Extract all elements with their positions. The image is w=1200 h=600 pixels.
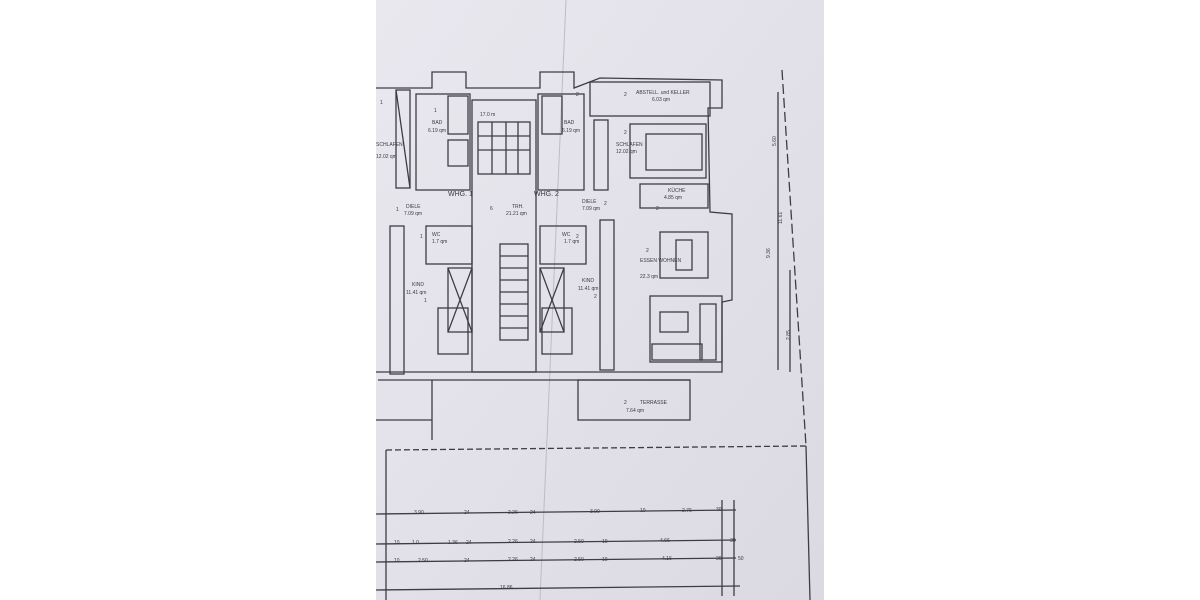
room-name: SCHLAFEN (616, 142, 643, 148)
dimension-row-2: 10 1.0 1.36 24 2.26 24 2.50 10 4.66 30 (394, 538, 736, 546)
room-name: ESSEN WOHNEN (640, 258, 682, 264)
room-area: 11.41 qm (406, 290, 426, 296)
dim-value: 10 (394, 558, 400, 564)
dim-value: 24 (466, 540, 472, 546)
room-area: 12.02 qm (616, 149, 637, 155)
dim-value: 10 (602, 539, 608, 545)
vertical-dim: 11.61 (778, 212, 784, 224)
room-name: BAD (432, 120, 443, 126)
dim-value: 24 (530, 539, 536, 545)
room-area: 6.03 qm (652, 97, 670, 103)
dim-value: 3.90 (590, 509, 600, 515)
room-area: 12.02 qm (376, 154, 397, 160)
room-name: KIND (412, 282, 424, 288)
room-name: TERRASSE (640, 400, 668, 406)
floor-plan-drawing (375, 69, 811, 600)
room-name: WC (562, 232, 571, 238)
room-name: KIND (582, 278, 594, 284)
vertical-dim: 5.60 (772, 136, 778, 146)
dimension-row-3: 10 2.50 24 2.26 24 2.50 10 4.16 30 50 (394, 556, 744, 564)
room-area: 6.19 qm (428, 128, 446, 134)
dim-value: 30 (716, 507, 722, 513)
room-area: 4.85 qm (664, 195, 682, 201)
dim-value: 24 (464, 510, 470, 516)
dim-value: 2.26 (508, 557, 518, 563)
vertical-dim: 2.85 (786, 330, 792, 340)
room-name: DIELE (582, 199, 597, 205)
dim-value: 1.36 (448, 540, 458, 546)
unit-label: WHG. 2 (534, 191, 559, 198)
dim-value: 3.90 (414, 510, 424, 516)
dim-value: 24 (530, 510, 536, 516)
dim-value: 2.50 (574, 557, 584, 563)
dimension-row-1: 3.90 24 2.26 24 3.90 10 2.76 30 (414, 507, 722, 516)
room-unit: 1 (420, 234, 423, 240)
dim-value: 50 (738, 556, 744, 562)
dim-value: 2.26 (508, 539, 518, 545)
room-area: 7.09 qm (582, 206, 600, 212)
room-unit: 1 (424, 298, 427, 304)
dim-value: 1.0 (412, 540, 419, 546)
dim-value: 10 (640, 508, 646, 514)
dim-value: 10 (394, 540, 400, 546)
room-area: 11.41 qm (578, 286, 598, 292)
dim-value: 2.50 (418, 558, 428, 564)
dim-value: 30 (730, 538, 736, 544)
room-unit: 1 (434, 108, 437, 114)
vertical-dim: 9.36 (766, 248, 772, 258)
room-unit: 2 (624, 92, 627, 98)
room-labels: ABSTELL. und KELLER 6.03 qm 2 SCHLAFEN 1… (376, 90, 690, 414)
room-area: 1.7 qm (432, 239, 447, 245)
room-unit: 2 (646, 248, 649, 254)
total-dimension: 16.86 (500, 585, 513, 591)
dim-value: 4.66 (660, 538, 670, 544)
room-name: WC (432, 232, 441, 238)
dim-value: 24 (530, 557, 536, 563)
room-name: BAD (564, 120, 575, 126)
room-unit: 6 (490, 206, 493, 212)
room-unit: 2 (624, 400, 627, 406)
room-name: SCHLAFEN (376, 142, 403, 148)
room-unit: 2 (576, 92, 579, 98)
room-name: TRH. (512, 204, 524, 210)
room-area: 7.64 qm (626, 408, 644, 414)
dim-value: 30 (716, 556, 722, 562)
room-area: 7.09 qm (404, 211, 422, 217)
unit-labels: WHG. 1 WHG. 2 (448, 191, 559, 198)
room-unit: 1 (396, 207, 399, 213)
room-area: 1.7 qm (564, 239, 579, 245)
room-unit: 2 (604, 201, 607, 207)
room-area: 22.3 qm (640, 274, 658, 280)
room-unit: 2 (624, 130, 627, 136)
dim-value: 2.26 (508, 510, 518, 516)
room-unit: 2 (594, 294, 597, 300)
room-name: DIELE (406, 204, 421, 210)
room-unit: 2 (656, 206, 659, 212)
room-name: ABSTELL. und KELLER (636, 90, 690, 96)
dim-value: 2.50 (574, 539, 584, 545)
room-area: 6.19 qm (562, 128, 580, 134)
dim-value: 2.76 (682, 508, 692, 514)
dim-value: 4.16 (662, 556, 672, 562)
room-unit: 1 (380, 100, 383, 106)
unit-label: WHG. 1 (448, 191, 473, 198)
room-area: 21.21 qm (506, 211, 527, 217)
dim-value: 24 (464, 558, 470, 564)
vertical-dimensions: 5.60 11.61 9.36 2.85 (766, 136, 792, 340)
room-name: KÜCHE (668, 187, 686, 194)
room-unit: 2 (576, 234, 579, 240)
small-label: 17.0 m (480, 112, 495, 118)
dim-value: 10 (602, 557, 608, 563)
